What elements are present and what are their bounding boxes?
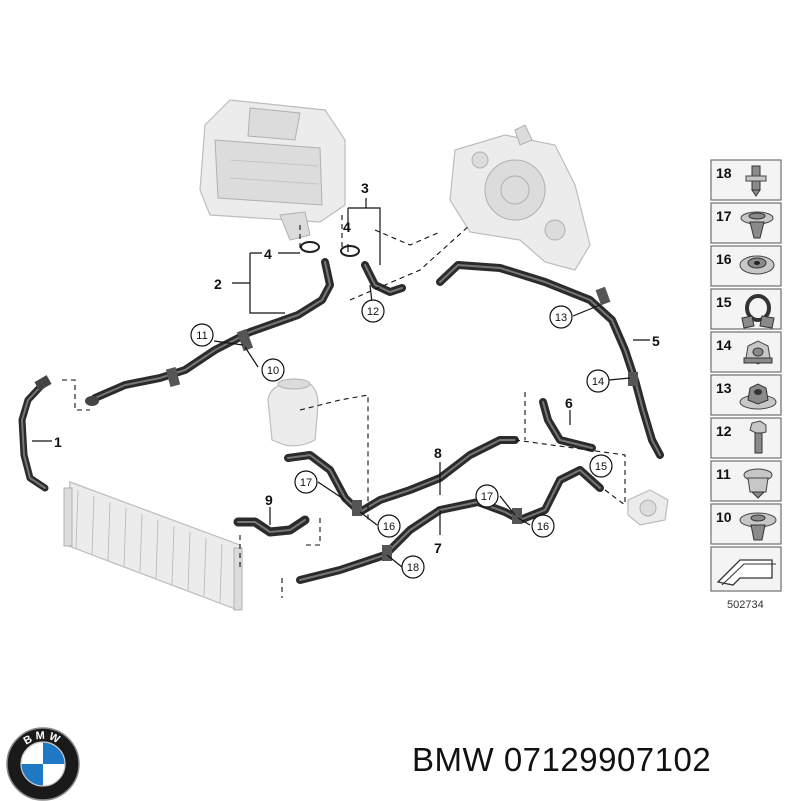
hose-8 <box>284 436 519 516</box>
legend-item-11: 11 <box>710 460 782 502</box>
arrow-pointer-icon <box>716 559 776 586</box>
legend-item-18: 18 <box>710 159 782 201</box>
legend-item-17: 17 <box>710 202 782 244</box>
legend-pointer <box>710 546 782 592</box>
svg-text:17: 17 <box>716 208 732 224</box>
callout-4a: 4 <box>264 246 272 262</box>
hose-9 <box>233 515 310 537</box>
svg-text:17: 17 <box>300 477 312 489</box>
svg-text:14: 14 <box>592 376 604 388</box>
legend-item-13: 13 <box>710 374 782 416</box>
circle-callout-10: 10 <box>261 358 285 382</box>
legend-item-12: 12 <box>710 417 782 459</box>
svg-text:15: 15 <box>595 461 607 473</box>
expanding-rivet-large-icon <box>739 512 777 541</box>
dashed-lines <box>62 215 626 598</box>
callout-1: 1 <box>54 434 62 450</box>
svg-text:10: 10 <box>716 509 732 525</box>
hose-clamp-icon <box>741 294 775 329</box>
callout-2: 2 <box>214 276 222 292</box>
svg-text:14: 14 <box>716 337 732 353</box>
circle-callout-16a: 16 <box>377 514 401 538</box>
plastic-clip-icon <box>743 468 773 499</box>
bolt-icon <box>749 420 767 454</box>
logo-letters: BMW <box>22 730 62 748</box>
hose-1 <box>18 375 52 492</box>
push-nut-icon <box>739 255 775 275</box>
expanding-rivet-icon <box>740 211 774 239</box>
part-title: BMW 07129907102 <box>412 741 711 779</box>
circle-callout-18: 18 <box>401 555 425 579</box>
hex-nut-collar-icon <box>743 340 773 365</box>
callout-5: 5 <box>652 333 660 349</box>
callout-9: 9 <box>265 492 273 508</box>
circle-callout-11: 11 <box>190 323 214 347</box>
circle-callout-17a: 17 <box>294 470 318 494</box>
callout-numbers: 1 2 3 4 4 5 6 7 8 9 <box>54 180 660 556</box>
circle-callout-12: 12 <box>361 299 385 323</box>
hose-7 <box>296 466 604 584</box>
svg-text:17: 17 <box>481 491 493 503</box>
fastener-legend: 18 17 16 <box>710 159 782 611</box>
legend-item-14: 14 <box>710 331 782 373</box>
leader-lines <box>32 198 650 568</box>
legend-item-15: 15 <box>710 288 782 330</box>
circle-callout-15: 15 <box>589 454 613 478</box>
transmission-housing <box>449 124 591 271</box>
bmw-logo: BMW <box>6 727 80 801</box>
svg-text:13: 13 <box>716 380 732 396</box>
svg-text:11: 11 <box>716 466 731 482</box>
svg-text:12: 12 <box>367 306 379 318</box>
svg-text:11: 11 <box>196 330 207 342</box>
callout-7: 7 <box>434 540 442 556</box>
circle-callout-17b: 17 <box>475 484 499 508</box>
svg-text:16: 16 <box>383 521 395 533</box>
circle-callout-13: 13 <box>549 305 573 329</box>
svg-text:12: 12 <box>716 423 732 439</box>
radiator <box>63 481 243 611</box>
svg-text:18: 18 <box>407 562 419 574</box>
svg-text:13: 13 <box>555 312 567 324</box>
circled-callouts: 10 11 12 13 14 15 16 16 <box>190 299 613 579</box>
hose-5 <box>436 261 664 459</box>
circle-callout-16b: 16 <box>531 514 555 538</box>
svg-text:16: 16 <box>716 251 732 267</box>
stud-bolt-icon <box>745 165 767 197</box>
brand-name: BMW <box>412 741 495 778</box>
callout-6: 6 <box>565 395 573 411</box>
flange-nut-icon <box>739 383 777 410</box>
pump-unit <box>627 489 669 526</box>
callout-4b: 4 <box>343 219 351 235</box>
part-number: 07129907102 <box>503 741 712 778</box>
callout-8: 8 <box>434 445 442 461</box>
legend-item-16: 16 <box>710 245 782 287</box>
seal-rings <box>300 241 360 257</box>
svg-text:BMW: BMW <box>22 730 65 748</box>
svg-text:10: 10 <box>267 365 279 377</box>
reference-code: 502734 <box>727 599 764 611</box>
hose-3 <box>361 261 406 296</box>
callout-3: 3 <box>361 180 369 196</box>
electric-machine-housing <box>199 99 346 241</box>
svg-text:18: 18 <box>716 165 732 181</box>
hose-6 <box>539 398 596 452</box>
expansion-tank <box>267 378 319 447</box>
circle-callout-14: 14 <box>586 369 610 393</box>
svg-text:15: 15 <box>716 294 732 310</box>
hose-2 <box>85 258 334 406</box>
svg-text:16: 16 <box>537 521 549 533</box>
legend-item-10: 10 <box>710 503 782 545</box>
